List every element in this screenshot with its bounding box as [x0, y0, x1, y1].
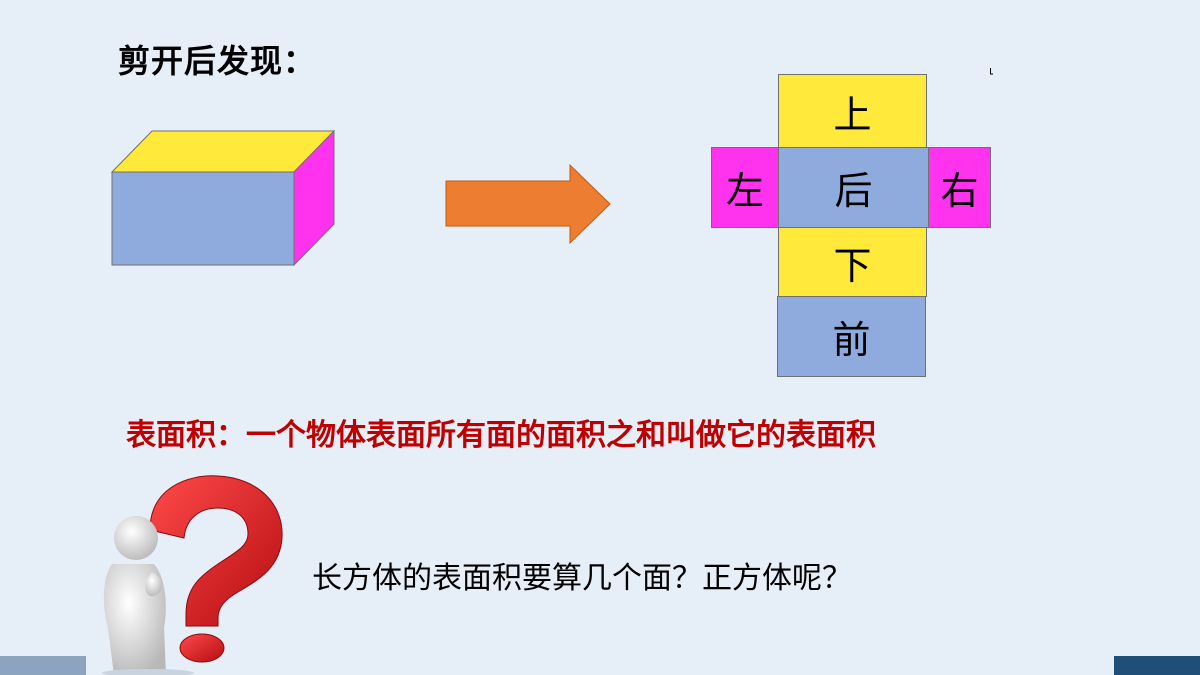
net-face-left: 左 — [711, 147, 779, 228]
footer-bar-right — [1114, 656, 1200, 675]
net-face-back-label: 后 — [834, 169, 873, 213]
surface-area-definition: 表面积：一个物体表面所有面的面积之和叫做它的表面积 — [126, 418, 876, 453]
question-text: 长方体的表面积要算几个面？正方体呢？ — [312, 561, 852, 596]
cursor-icon — [990, 68, 993, 75]
net-face-back: 后 — [778, 147, 929, 228]
net-face-top: 上 — [778, 74, 927, 148]
net-face-top-label: 上 — [833, 92, 872, 137]
net-face-bottom: 下 — [778, 227, 927, 297]
net-face-left-label: 左 — [725, 169, 764, 213]
thinking-person-question-mark-icon — [102, 475, 283, 675]
right-arrow-icon — [445, 163, 611, 245]
net-face-bottom-label: 下 — [833, 243, 872, 288]
cuboid-illustration — [110, 129, 336, 267]
net-face-front-label: 前 — [832, 318, 871, 362]
cuboid-front-face — [111, 171, 295, 266]
slide-heading: 剪开后发现： — [118, 42, 317, 80]
net-face-right-label: 右 — [940, 169, 979, 213]
footer-bar-left — [0, 656, 86, 675]
net-face-right: 右 — [928, 147, 991, 228]
net-face-front: 前 — [777, 296, 926, 377]
